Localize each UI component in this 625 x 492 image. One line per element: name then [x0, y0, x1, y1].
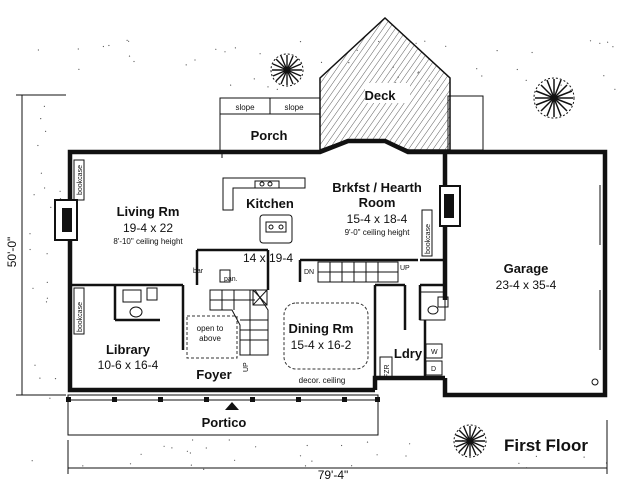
- tree-bottom-icon: [453, 424, 487, 458]
- garage-details: [591, 185, 601, 386]
- open-to-above-line1: open to: [197, 324, 224, 333]
- garage-size: 23-4 x 35-4: [496, 278, 557, 292]
- bookcase-living-label: bookcase: [77, 165, 84, 195]
- open-to-above-area: [186, 315, 238, 359]
- fireplace-living: [54, 199, 78, 241]
- decor-ceiling-outline: [283, 302, 369, 370]
- laundry-label: Ldry: [394, 346, 423, 361]
- slope-right-label: slope: [284, 103, 304, 112]
- breakfast-room-ceiling-note: 9'-0" ceiling height: [345, 228, 411, 237]
- slope-left-label: slope: [235, 103, 255, 112]
- front-porch: [66, 394, 380, 436]
- kitchen-size: 14 x 19-4: [243, 251, 293, 265]
- open-to-above-line2: above: [199, 334, 221, 343]
- tree-right-icon: [533, 77, 575, 119]
- entry-arrow-icon: [225, 402, 239, 410]
- laundry-appliances: [379, 343, 443, 380]
- breakfast-room-size: 15-4 x 18-4: [347, 212, 408, 226]
- dimension-lines: [16, 94, 608, 474]
- kitchen-label: Kitchen: [246, 196, 294, 211]
- stair-up-label: UP: [400, 265, 410, 272]
- dining-room-size: 15-4 x 16-2: [291, 338, 352, 352]
- living-room-size: 19-4 x 22: [123, 221, 173, 235]
- washer-label: W: [431, 349, 438, 356]
- bookcase-library-label: bookcase: [77, 302, 84, 332]
- stair-down-label: DN: [304, 269, 314, 276]
- freezer-label: FZR: [384, 364, 391, 378]
- foyer-label: Foyer: [196, 367, 231, 382]
- bookcases: [73, 159, 433, 335]
- porch-label: Porch: [251, 128, 288, 143]
- overall-width-dimension: 79'-4": [318, 468, 349, 482]
- tree-top-icon: [270, 53, 304, 87]
- rear-stair: [317, 261, 399, 283]
- decor-ceiling-note: decor. ceiling: [299, 376, 346, 385]
- deck-label: Deck: [364, 88, 396, 103]
- powder-room: [122, 287, 158, 318]
- bar-label: bar: [193, 268, 204, 275]
- fireplace-hearth: [439, 185, 461, 227]
- garage-label: Garage: [504, 261, 549, 276]
- dining-room-label: Dining Rm: [289, 321, 354, 336]
- breakfast-room-label: Brkfst / Hearth: [332, 180, 422, 195]
- library-size: 10-6 x 16-4: [98, 358, 159, 372]
- main-stair: [209, 289, 269, 356]
- living-room-label: Living Rm: [117, 204, 180, 219]
- dryer-label: D: [431, 366, 436, 373]
- bookcase-hearth-label: bookcase: [425, 224, 432, 254]
- kitchen-counters: [219, 177, 306, 283]
- deck: [319, 16, 484, 152]
- pantry-label: pan.: [224, 276, 238, 283]
- portico-label: Portico: [202, 415, 247, 430]
- living-room-ceiling-note: 8'-10" ceiling height: [113, 237, 183, 246]
- foyer-stair-up-label: UP: [243, 362, 250, 372]
- half-bath-garage: [419, 291, 449, 321]
- overall-depth-dimension: 50'-0": [5, 237, 19, 268]
- interior-walls: [70, 248, 445, 390]
- breakfast-room-label-line2: Room: [359, 195, 396, 210]
- library-label: Library: [106, 342, 151, 357]
- floor-title: First Floor: [504, 436, 588, 455]
